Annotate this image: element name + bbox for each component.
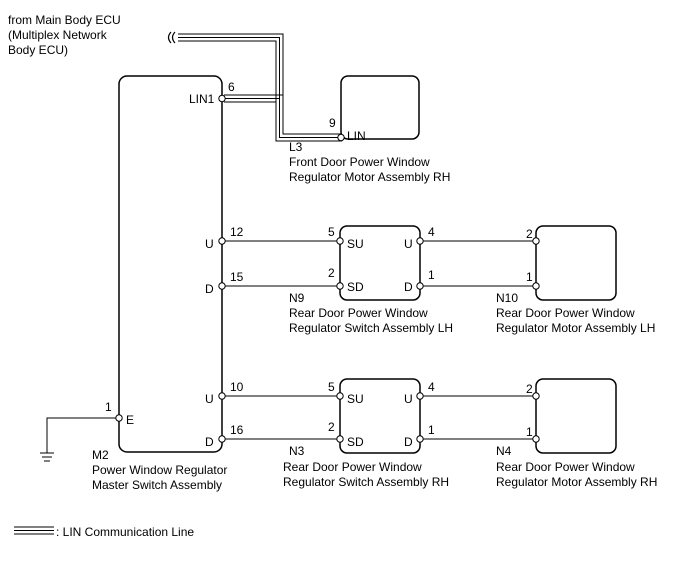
- terminal-master-lin: [218, 94, 226, 103]
- master-name-line2: Master Switch Assembly: [92, 478, 222, 492]
- lh-motor-up-pin: 2: [526, 227, 533, 241]
- terminal-master-lh-down: [218, 282, 226, 290]
- terminal-lh-switch-sd: [336, 282, 344, 290]
- legend-text: : LIN Communication Line: [56, 525, 194, 539]
- rear-lh-switch: 5 SU 2 SD U 4 D 1 N9 Rear Door Power Win…: [289, 225, 453, 335]
- lh-motor-name-line1: Rear Door Power Window: [496, 306, 635, 320]
- rh-switch-out-down-pin: 1: [428, 423, 435, 437]
- master-rh-up-label: U: [205, 392, 214, 406]
- rh-switch-name-line1: Rear Door Power Window: [283, 460, 422, 474]
- lh-switch-out-down-pin: 1: [428, 268, 435, 282]
- rear-rh-motor-box: [535, 378, 617, 454]
- lh-switch-in-up-label: SU: [347, 237, 364, 251]
- front-door-motor-box: [340, 75, 420, 140]
- rear-lh-switch-box: [339, 225, 421, 301]
- lh-motor-down-pin: 1: [526, 270, 533, 284]
- master-ground-label: E: [126, 413, 134, 427]
- lh-switch-code: N9: [289, 291, 305, 305]
- rh-switch-in-up-label: SU: [347, 392, 364, 406]
- terminal-master-rh-down: [218, 435, 226, 443]
- rear-lh-motor: 2 1 N10 Rear Door Power Window Regulator…: [496, 225, 655, 335]
- source-label-line1: from Main Body ECU: [8, 13, 121, 27]
- lh-switch-out-up-pin: 4: [428, 225, 435, 239]
- master-lh-up-pin: 12: [230, 225, 244, 239]
- terminal-lh-motor-down: [532, 282, 540, 290]
- rh-switch-in-down-pin: 2: [328, 420, 335, 434]
- master-ground-pin: 1: [105, 400, 112, 414]
- lh-switch-name-line1: Rear Door Power Window: [289, 306, 428, 320]
- master-code: M2: [92, 448, 109, 462]
- rh-motor-up-pin: 2: [526, 382, 533, 396]
- terminal-rh-motor-up: [532, 392, 540, 400]
- front-door-motor: 9 LIN L3 Front Door Power Window Regulat…: [289, 75, 450, 184]
- lh-switch-in-down-pin: 2: [328, 266, 335, 280]
- master-lh-down-label: D: [205, 282, 214, 296]
- source-label-line3: Body ECU): [8, 43, 68, 57]
- front-motor-pin: 9: [329, 116, 336, 130]
- rh-switch-in-up-pin: 5: [328, 380, 335, 394]
- lh-switch-out-up-label: U: [404, 237, 413, 251]
- terminal-lh-switch-d: [416, 282, 424, 290]
- terminal-lh-switch-u: [416, 237, 424, 245]
- front-motor-pin-label: LIN: [347, 129, 366, 143]
- rh-switch-out-up-label: U: [404, 392, 413, 406]
- master-lh-down-pin: 15: [230, 270, 244, 284]
- terminal-rh-switch-sd: [336, 435, 344, 443]
- legend: : LIN Communication Line: [14, 525, 194, 539]
- terminal-rh-switch-su: [336, 392, 344, 400]
- rear-rh-motor: 2 1 N4 Rear Door Power Window Regulator …: [496, 378, 657, 489]
- terminal-lh-switch-su: [336, 237, 344, 245]
- ground-symbol: [40, 417, 119, 462]
- lh-motor-name-line2: Regulator Motor Assembly LH: [496, 321, 655, 335]
- rear-lh-motor-box: [535, 225, 617, 301]
- front-motor-name-line1: Front Door Power Window: [289, 155, 430, 169]
- front-motor-name-line2: Regulator Motor Assembly RH: [289, 170, 450, 184]
- rear-rh-switch-box: [339, 378, 421, 454]
- legend-lin-line-symbol: [14, 526, 54, 535]
- terminal-rh-motor-down: [532, 435, 540, 443]
- rh-switch-out-up-pin: 4: [428, 380, 435, 394]
- rh-switch-out-down-label: D: [404, 435, 413, 449]
- terminals: [115, 94, 540, 443]
- rh-switch-name-line2: Regulator Switch Assembly RH: [283, 475, 449, 489]
- master-rh-down-pin: 16: [230, 423, 244, 437]
- rh-switch-code: N3: [289, 444, 305, 458]
- rh-switch-in-down-label: SD: [347, 435, 364, 449]
- source-label-line2: (Multiplex Network: [8, 28, 108, 42]
- rear-rh-switch: 5 SU 2 SD U 4 D 1 N3 Rear Door Power Win…: [283, 378, 449, 489]
- lh-switch-name-line2: Regulator Switch Assembly LH: [289, 321, 453, 335]
- terminal-master-lh-up: [218, 237, 226, 245]
- rh-motor-down-pin: 1: [526, 425, 533, 439]
- terminal-rh-switch-u: [416, 392, 424, 400]
- terminal-rh-switch-d: [416, 435, 424, 443]
- master-rh-up-pin: 10: [230, 380, 244, 394]
- lh-switch-in-down-label: SD: [347, 280, 364, 294]
- master-name-line1: Power Window Regulator: [92, 463, 227, 477]
- master-lin-pin: 6: [228, 80, 235, 94]
- rh-motor-name-line2: Regulator Motor Assembly RH: [496, 475, 657, 489]
- terminal-master-ground: [115, 414, 123, 422]
- master-lin-label: LIN1: [189, 92, 215, 106]
- source-label: from Main Body ECU (Multiplex Network Bo…: [8, 13, 121, 57]
- rh-motor-name-line1: Rear Door Power Window: [496, 460, 635, 474]
- master-lh-up-label: U: [205, 237, 214, 251]
- rh-motor-code: N4: [496, 444, 512, 458]
- lh-switch-out-down-label: D: [404, 280, 413, 294]
- master-switch: LIN1 6 U 12 D 15 U 10 D 16 E 1 M2 Power …: [92, 75, 244, 492]
- terminal-master-rh-up: [218, 392, 226, 400]
- lh-motor-code: N10: [496, 291, 518, 305]
- front-motor-code: L3: [289, 140, 303, 154]
- terminal-lh-motor-up: [532, 237, 540, 245]
- master-switch-box: [118, 75, 223, 453]
- terminal-front-motor-lin: [337, 133, 345, 142]
- lh-switch-in-up-pin: 5: [328, 225, 335, 239]
- master-rh-down-label: D: [205, 435, 214, 449]
- lin-communication-line: [167, 31, 342, 142]
- wires: [222, 240, 536, 440]
